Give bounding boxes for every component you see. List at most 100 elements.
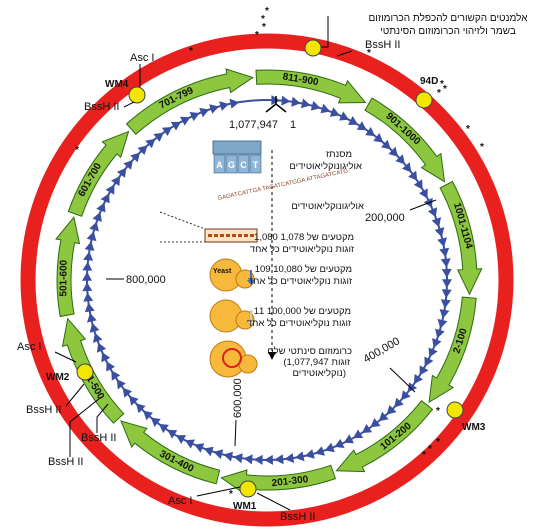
cassette-arrow [153, 132, 164, 142]
cassette-arrow [378, 411, 389, 422]
star-r1: * [466, 124, 470, 135]
leader-bssh-left1 [65, 383, 85, 407]
cassette-arrow [394, 397, 404, 408]
cassette-arrow [89, 322, 100, 333]
cassette-arrow [135, 403, 146, 414]
star-top-3: * [262, 22, 266, 33]
cassette-arrow [439, 309, 450, 319]
flow-arrowhead [268, 352, 276, 360]
site-marker-wm1 [239, 480, 257, 498]
cassette-arrow [83, 251, 94, 261]
site-asc-bottom: Asc I [168, 495, 192, 507]
star-l1: * [75, 145, 79, 156]
cassette-arrow [356, 121, 367, 131]
cassette-arrow [86, 231, 97, 242]
down-arrow-icon [247, 270, 255, 285]
base-a: A [216, 160, 223, 170]
down-arrow-icon-2 [246, 310, 256, 327]
site-marker-top [304, 39, 322, 57]
site-94d: 94D [420, 76, 438, 87]
cassette-arrow [402, 162, 412, 173]
leader-asc-bottom [196, 486, 241, 497]
origin-tick-left [265, 103, 277, 113]
site-bssh-left2: BssH II [81, 432, 116, 444]
cassette-arrow [435, 328, 445, 339]
cassette-arrow [143, 410, 153, 421]
site-asc-top: Asc I [130, 52, 154, 64]
segment-arrow [125, 68, 254, 136]
tick-200k [409, 199, 437, 211]
segment-arrow [428, 296, 477, 404]
segment-label: 501-600 [58, 259, 69, 296]
cassette-arrow [310, 100, 321, 111]
step4-line1: 109 מקטעים של 10,080 [255, 263, 352, 275]
step6-line2: (1,077,947 זוגות [283, 357, 350, 368]
cassette-arrow [176, 435, 186, 444]
cassette-arrow [145, 138, 156, 149]
cassette-arrow [419, 365, 429, 376]
star-wm3-c: * [428, 444, 432, 455]
cassette-arrow [314, 446, 325, 456]
cassette-arrow [100, 193, 110, 204]
step3-line1: 1,080 מקטעים של 1,078 [254, 231, 354, 243]
cassette-arrow [209, 104, 220, 114]
cassette-arrow [437, 318, 448, 329]
cassette-arrow [213, 449, 224, 460]
segment-arrow [364, 97, 446, 183]
step5-line1: 11 מקטעים של 100,000 [254, 305, 351, 317]
cassette-arrow [180, 116, 191, 126]
site-bssh-left1: BssH II [26, 404, 61, 416]
cassette-arrow [401, 390, 411, 401]
site-wm3: WM3 [462, 422, 486, 433]
cassette-arrow [161, 127, 173, 136]
base-g: G [228, 160, 235, 170]
cassette-arrow [122, 387, 132, 398]
cassette-arrow [96, 342, 107, 353]
cassette-arrow [158, 423, 169, 434]
fragment-box [204, 228, 258, 243]
cassette-arrow [348, 116, 358, 125]
cassette-arrow [233, 453, 243, 464]
step1-line2: אוליגונוקליאוטידים [289, 160, 362, 172]
cassette-arrow [432, 338, 442, 348]
site-bssh-bottom: BssH II [280, 511, 315, 523]
star-wm3-b: * [436, 437, 440, 448]
leader-bssh-left3 [69, 397, 101, 457]
cassette-arrow [111, 370, 121, 381]
star-top-1: * [265, 6, 269, 17]
cassette-arrow [386, 405, 397, 415]
cassette-arrow [370, 418, 381, 428]
star-94d-1: * [437, 88, 441, 99]
leader-bssh-top-left [123, 101, 135, 108]
cassette-arrow [320, 103, 331, 114]
oligo-seq: GAGATCATTGA TAGATCATGGA ATTAGATCATG [217, 168, 349, 202]
cassette-arrow [150, 417, 161, 427]
base-t: T [253, 160, 259, 170]
cassette-arrow [229, 98, 240, 109]
cassette-arrow [129, 395, 139, 406]
segment-label: 1001-1104 [451, 202, 474, 251]
cassette-arrow [189, 112, 200, 122]
pos-800k: 800,000 [126, 274, 166, 286]
step4-line2: זוגות נוקליאוטידים כל אחד [248, 275, 352, 287]
star-top-4: * [255, 30, 259, 41]
cassette-arrow [170, 121, 181, 131]
leader-bssh-left2 [96, 403, 109, 433]
cassette-arrow [123, 159, 133, 170]
site-marker-94d [415, 91, 433, 109]
site-asc-left: Asc I [17, 341, 41, 353]
cassette-arrow [343, 434, 354, 444]
cassette-arrow [116, 167, 127, 178]
segment-arrow [120, 420, 221, 485]
segment-arrow [55, 216, 81, 318]
cassette-arrow [106, 361, 115, 372]
cassette-arrow [329, 107, 340, 117]
cassette-arrow [361, 424, 373, 433]
cassette-arrow [243, 454, 253, 465]
yeast-bud-1 [235, 269, 255, 289]
site-bssh-top-right: BssH II [365, 39, 400, 51]
segment-label: 201-300 [271, 474, 309, 489]
star-top-2: * [261, 14, 265, 25]
cassette-arrow [284, 453, 295, 463]
